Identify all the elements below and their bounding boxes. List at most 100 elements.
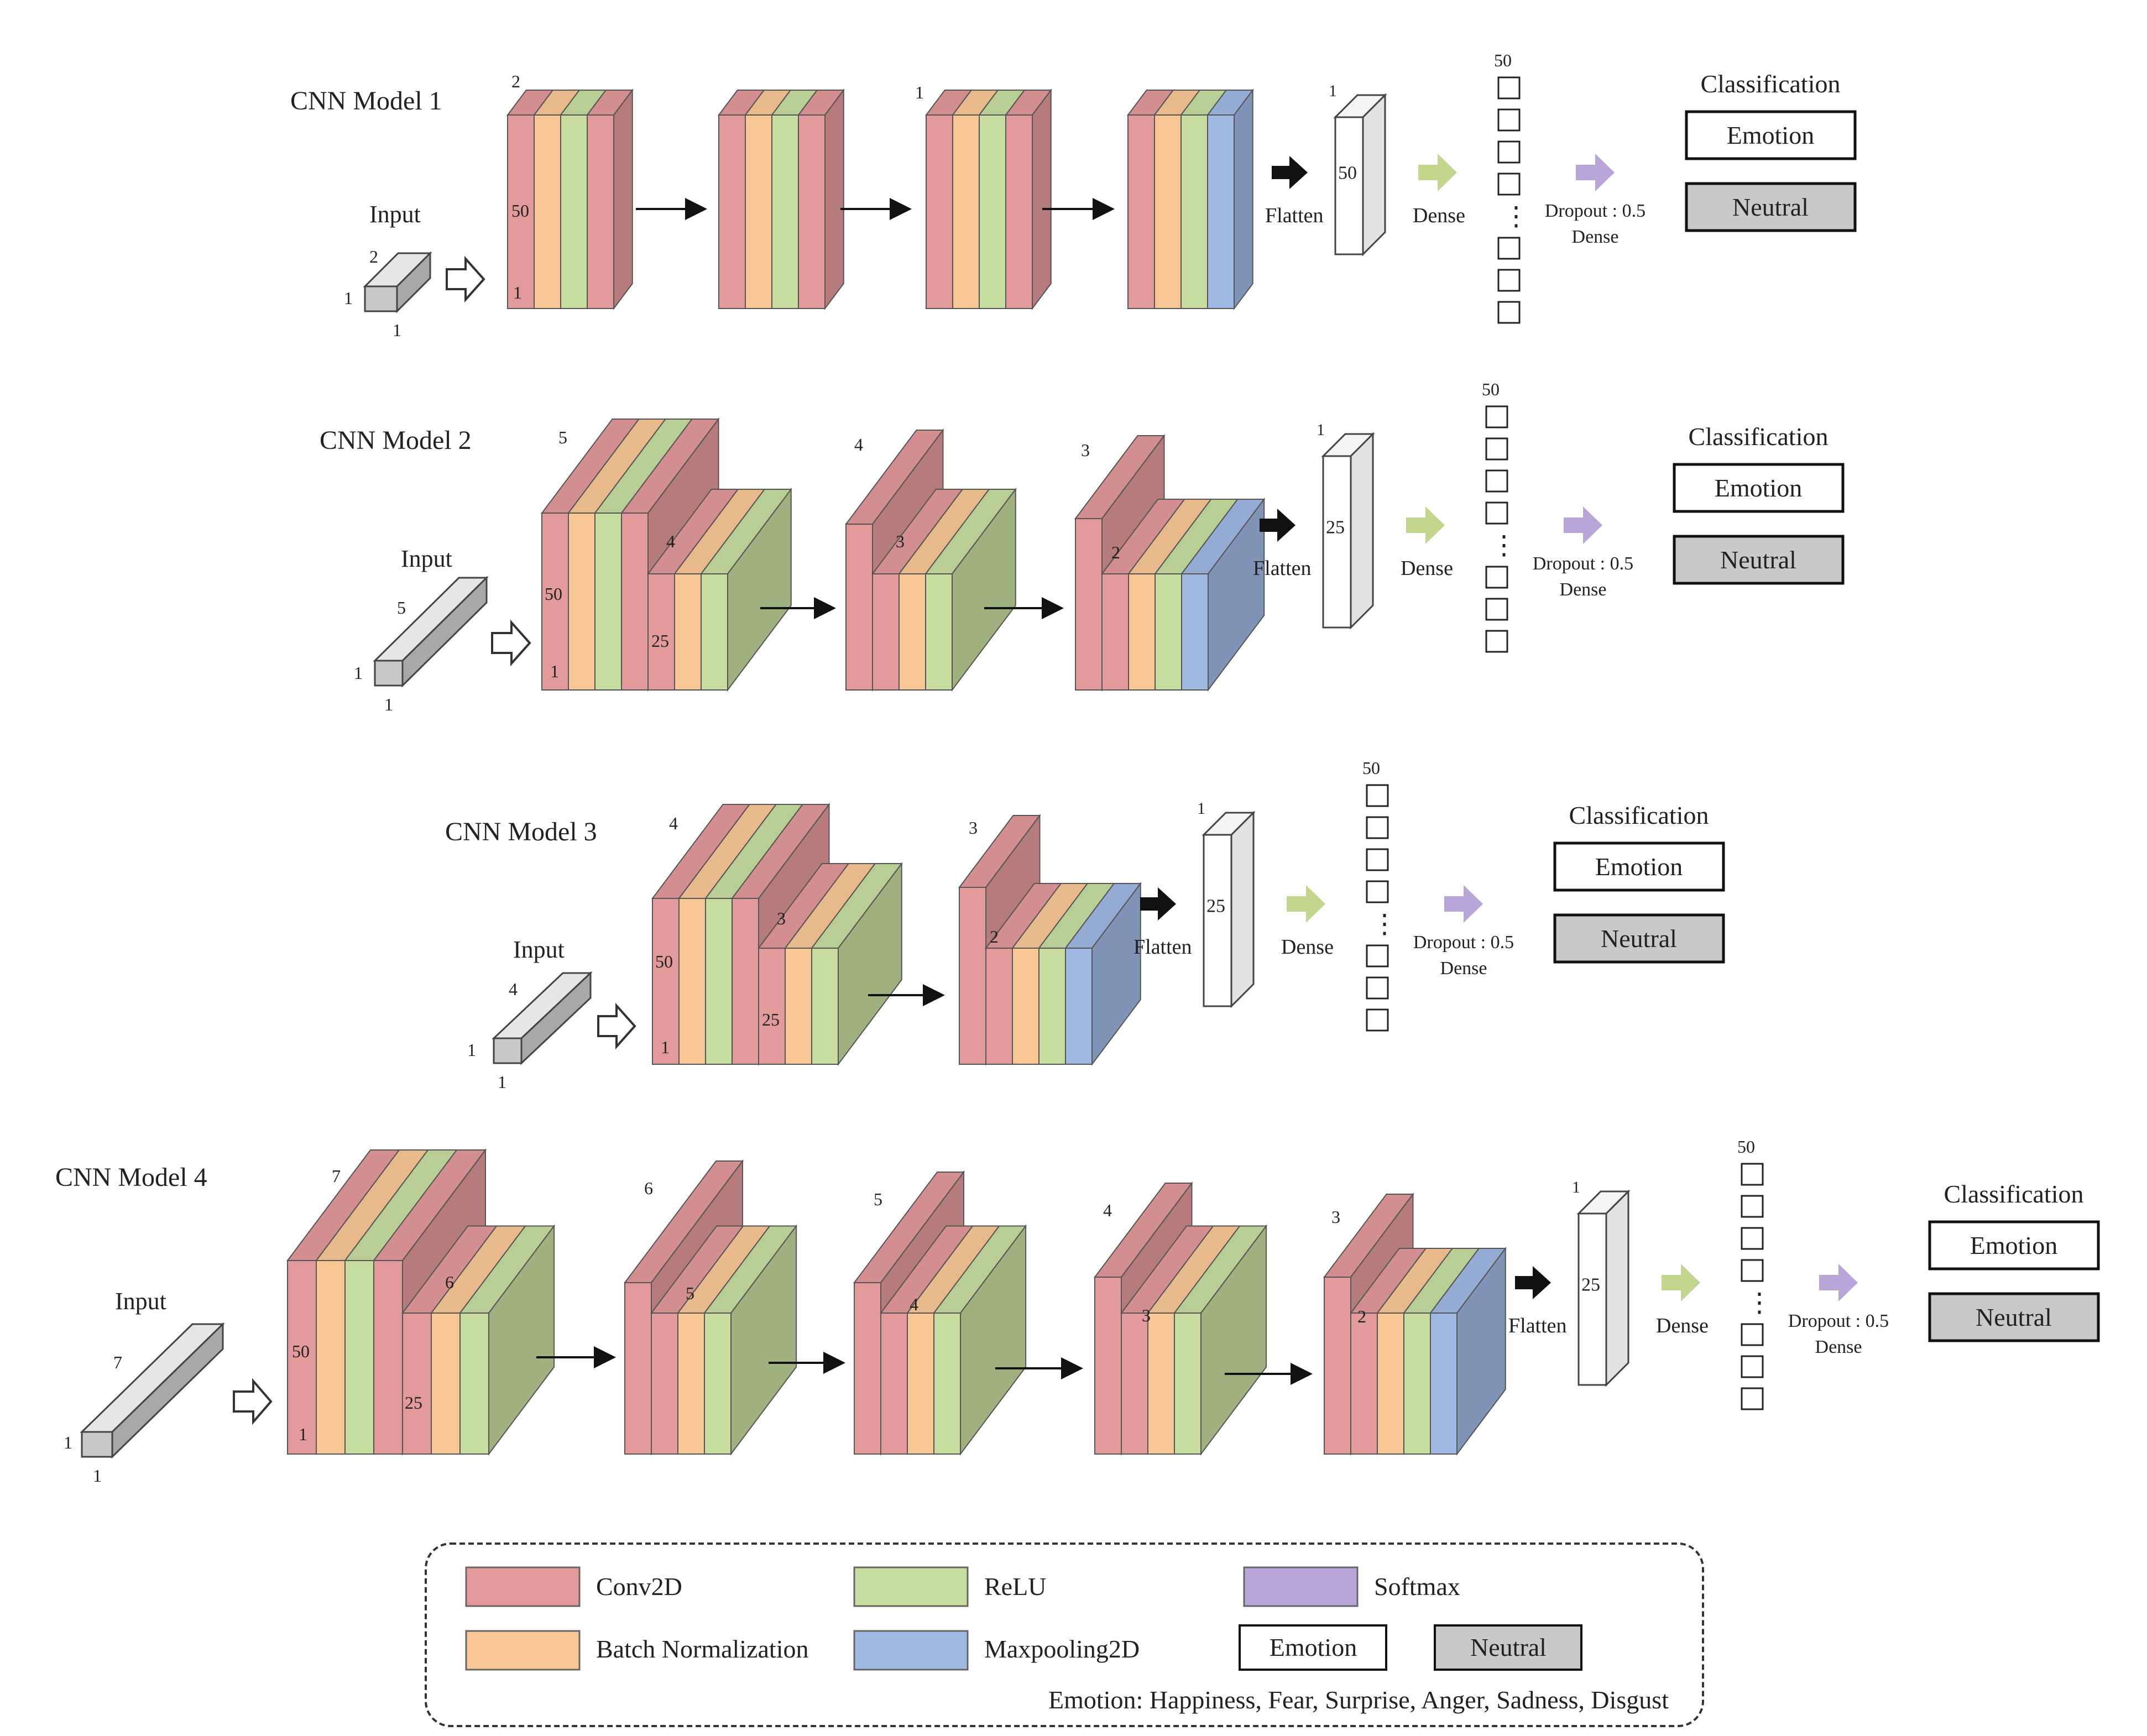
model-1-head-neuron: [1497, 108, 1521, 132]
model-1-head-vector-size: 50: [1338, 163, 1357, 184]
model-2-head-neuron: [1485, 405, 1508, 428]
legend-label-batch-norm: Batch Normalization: [596, 1635, 809, 1663]
model-2-label-sub: 25: [651, 631, 669, 651]
model-3-block-1-tall-layer-2: [678, 898, 706, 1065]
model-3-block-1-short-layer-2: [785, 948, 812, 1065]
legend-item-batch-norm: Batch Normalization: [465, 1630, 809, 1671]
model-4-block-1-short-layer-2: [431, 1313, 461, 1455]
model-2-block-2-short-layer-2: [898, 573, 926, 691]
legend-item-softmax: Softmax: [1243, 1566, 1460, 1607]
model-4-head-vector-size: 25: [1581, 1275, 1600, 1295]
model-2-block-2-short-layer-3: [925, 573, 953, 691]
model-2-head-neuron: [1485, 469, 1508, 493]
model-3-block-2-short-layer-1: [985, 948, 1013, 1065]
model-4-stage2-top: 6: [644, 1178, 653, 1198]
model-2-block-1-tall-layer-2: [568, 513, 595, 691]
model-2-label-step: 4: [666, 531, 675, 551]
model-2-head-dropout-label: Dropout : 0.5: [1533, 553, 1633, 574]
model-4-label-height: 50: [292, 1341, 310, 1361]
model-2-head-neutral-box: [1673, 535, 1845, 585]
model-3-block-2-short-layer-3: [1038, 948, 1066, 1065]
model-3-block-2-short-layer-2: [1012, 948, 1039, 1065]
model-4-block-4-tall-layer-1: [1094, 1277, 1122, 1455]
model-1-head-classification-label: Classification: [1701, 70, 1841, 98]
model-3-head-neuron: [1366, 784, 1389, 807]
model-1-label-bottom: 1: [513, 283, 522, 302]
model-1-head-neutral-label: Neutral: [1732, 193, 1809, 221]
model-4-block-5-short-layer-1: [1350, 1313, 1378, 1455]
model-4-block-5-short-layer-2: [1377, 1313, 1404, 1455]
model-2-stage3-step: 2: [1111, 542, 1120, 562]
model-1-input-label: Input: [369, 201, 421, 228]
model-1-head-neuron: [1497, 76, 1521, 100]
model-4-head-neuron: [1741, 1387, 1764, 1410]
legend-item-maxpool: Maxpooling2D: [853, 1630, 1140, 1671]
model-2-stage2-step: 3: [896, 531, 905, 551]
model-2-stage2-top: 4: [854, 435, 863, 454]
model-4-stage4-step: 3: [1142, 1305, 1151, 1325]
model-3-head-vector: [1203, 834, 1232, 1007]
model-2-block-2: [845, 428, 1017, 692]
model-4-head-vector-side: [1605, 1189, 1629, 1387]
model-4-block-2-tall-layer-1: [624, 1282, 652, 1455]
model-1-label-top: 2: [511, 71, 520, 91]
model-1-head-neutral-box: [1685, 182, 1857, 232]
model-1-input-bottom: 1: [393, 320, 401, 340]
model-3-label-step: 3: [777, 908, 786, 928]
model-2-block-2-tall-layer-1: [845, 524, 873, 691]
model-3-head-classification-label: Classification: [1569, 801, 1709, 829]
model-1-head-neuron-ellipsis: ⋮: [1503, 202, 1529, 231]
model-4-block-4: [1094, 1181, 1268, 1456]
model-2-head-dense-units: 50: [1482, 379, 1500, 399]
model-2-block-1-tall-layer-3: [594, 513, 622, 691]
model-1-block-3: [925, 88, 1052, 310]
model-4-block-3-short-layer-2: [907, 1313, 934, 1455]
model-4-head-dropout-label: Dropout : 0.5: [1788, 1311, 1889, 1331]
model-2-block-3: [1074, 434, 1266, 692]
model-4-block-3-tall-layer-1: [854, 1282, 881, 1455]
model-4-head-neuron: [1741, 1227, 1764, 1250]
model-4-block-2-short-layer-1: [651, 1313, 678, 1455]
model-1-head-dropout-label: Dropout : 0.5: [1545, 201, 1645, 221]
model-4-head-flatten-label: Flatten: [1508, 1314, 1567, 1337]
model-3-stage2-top: 3: [969, 818, 978, 838]
model-2-input-front: 1: [354, 663, 363, 683]
model-4-block-4-short-layer-1: [1121, 1313, 1148, 1455]
model-2-label-height: 50: [545, 584, 562, 604]
model-3-head-neuron: [1366, 976, 1389, 1000]
model-4-block-2-short-layer-3: [704, 1313, 732, 1455]
model-1-head-neuron: [1497, 301, 1521, 324]
model-3-block-2-short-layer-4: [1065, 948, 1093, 1065]
model-2-input: Input 5 1 1: [354, 545, 489, 714]
model-1-block-2-layer-2: [745, 114, 772, 309]
legend-emotion-box: [1239, 1624, 1387, 1671]
model-4-head-vector: [1577, 1212, 1607, 1386]
legend-footnote: Emotion: Happiness, Fear, Surprise, Ange…: [1048, 1686, 1669, 1714]
model-4-input-front: 1: [64, 1432, 72, 1452]
model-1-head-dense2-label: Dense: [1572, 227, 1619, 247]
model-3-label-sub: 25: [762, 1010, 780, 1029]
model-1-head-neuron: [1497, 172, 1521, 196]
model-1-head-vector-top-label: 1: [1329, 82, 1337, 100]
model-2-head-flatten-arrow: [1260, 509, 1295, 542]
model-1-head-neuron: [1497, 269, 1521, 292]
model-2-head-neutral-label: Neutral: [1720, 546, 1796, 574]
model-2-block-3-short-layer-2: [1128, 573, 1156, 691]
model-1-input-front: 1: [344, 288, 353, 308]
model-4-head-neutral-box: [1928, 1292, 2100, 1342]
model-4-head-neuron: [1741, 1163, 1764, 1186]
model-2-head-neuron: [1485, 598, 1508, 621]
model-3-head-vector-side: [1230, 811, 1255, 1008]
model-3-label-top: 4: [669, 813, 678, 833]
model-4-head-classification-label: Classification: [1944, 1180, 2084, 1208]
legend-swatch-softmax: [1243, 1566, 1359, 1607]
legend-swatch-relu: [853, 1566, 969, 1607]
model-1-block-1-layer-2: [534, 114, 561, 309]
model-3-block-1-short-layer-1: [758, 948, 786, 1065]
model-4-stage3-step: 4: [910, 1294, 918, 1314]
model-4-head-flatten-arrow: [1515, 1266, 1551, 1299]
model-2-block-1-tall-layer-4: [621, 513, 649, 691]
model-1-head-emotion-box: [1685, 110, 1857, 160]
model-4-label-step: 6: [445, 1272, 454, 1292]
